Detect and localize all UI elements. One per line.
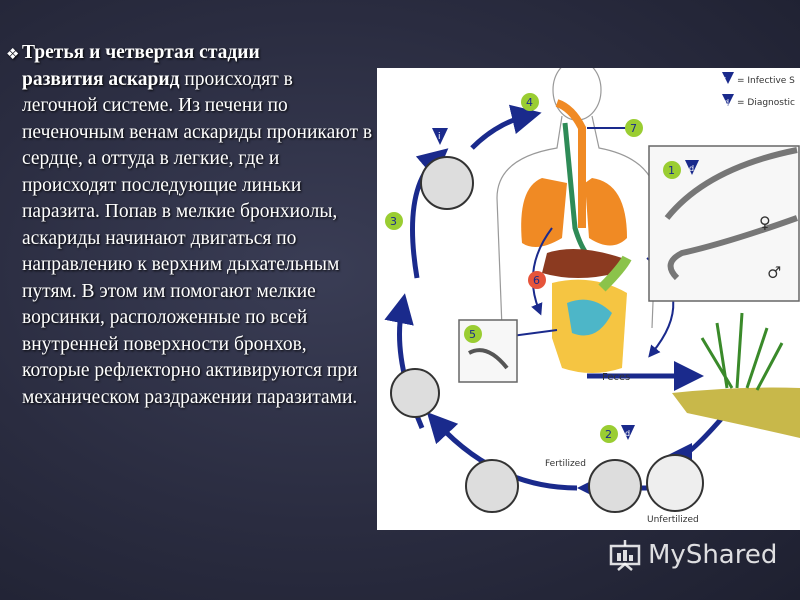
step-6: 6 [528,271,546,289]
svg-text:6: 6 [533,274,540,287]
svg-text:3: 3 [390,215,397,228]
legend-i-symbol: i [724,76,726,85]
soil [672,387,800,438]
male-symbol: ♂ [767,263,781,282]
step-i-marker: i [432,128,448,145]
presentation-icon [609,540,641,571]
organs [521,99,632,373]
diamond-bullet-icon: ❖ [6,47,20,63]
watermark-text: MyShared [648,540,778,570]
larva-icon [468,348,509,370]
svg-text:1: 1 [668,164,675,177]
label-fertilized: Fertilized [545,459,586,469]
step-7: 7 [625,119,643,137]
legend: i = Infective S d = Diagnostic [722,72,795,108]
lifecycle-figure: i = Infective S d = Diagnostic [377,68,800,530]
adult-worms [664,147,799,281]
svg-text:4: 4 [526,96,533,109]
svg-text:d: d [625,429,630,438]
label-feces: Feces [602,372,630,383]
grass-icon [700,312,784,391]
text-rest: в легочной системе. Из печени по печеноч… [22,68,373,408]
svg-text:i: i [438,132,441,142]
female-symbol: ♀ [759,213,771,232]
watermark: MyShared [608,535,777,575]
slide-text: ❖ Третья и четвертая стадии развития аск… [6,40,373,411]
step-2: 2 d [600,425,635,443]
svg-text:d: d [689,164,694,173]
step-5: 5 [464,325,482,343]
eggs [390,156,704,513]
label-unfertilized: Unfertilized [647,515,699,525]
svg-text:5: 5 [469,328,476,341]
text-bold-2: развития аскарид [22,68,180,90]
main-paragraph: Третья и четвертая стадии развития аскар… [8,40,373,411]
legend-infective: = Infective S [737,76,795,86]
text-line2-rest: происходят [179,68,279,90]
lifecycle-diagram: i = Infective S d = Diagnostic [384,68,800,525]
step-3: 3 [385,212,403,230]
svg-text:7: 7 [630,122,637,135]
text-bold-1: Третья и четвертая стадии [22,42,260,63]
step-4: 4 [521,93,539,111]
svg-text:2: 2 [605,428,612,441]
legend-d-symbol: d [724,98,729,107]
legend-diagnostic: = Diagnostic [737,98,795,108]
step-1: 1 d [663,160,699,179]
